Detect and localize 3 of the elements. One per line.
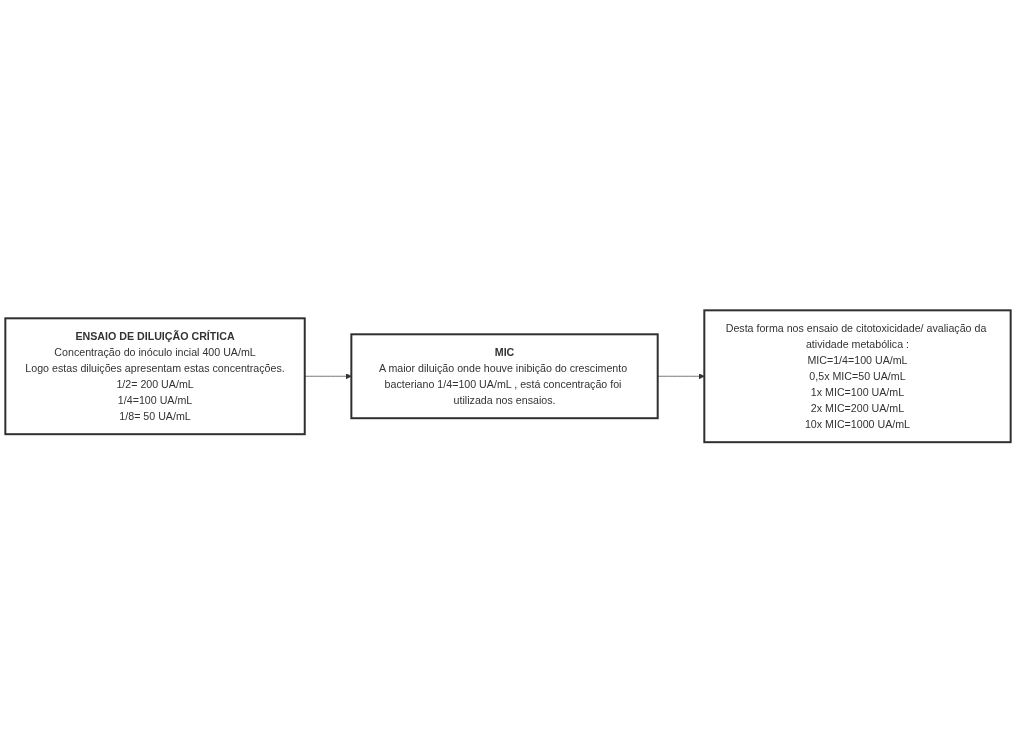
node-box: ENSAIO DE DILUIÇÃO CRÍTICA Concentração do inóculo incial 400 UA/mL Logo estas diluições apresentam estas concentrações. 1/2= 200 UA/mL 1/4=100 UA/mL 1/8= 50 UA/mL: [4, 317, 306, 436]
node-box: MIC A maior diluição onde houve inibição do crescimento bacteriano 1/4=100 UA/mL , está concentração foi utilizada nos ensaios.: [350, 333, 659, 420]
node-box: Desta forma nos ensaio de citotoxicidade/ avaliação da atividade metabólica : MIC=1/4=100 UA/mL 0,5x MIC=50 UA/mL 1x MIC=100 UA/mL 2x MIC=200 UA/mL 10x MIC=1000 UA/mL: [703, 309, 1012, 444]
